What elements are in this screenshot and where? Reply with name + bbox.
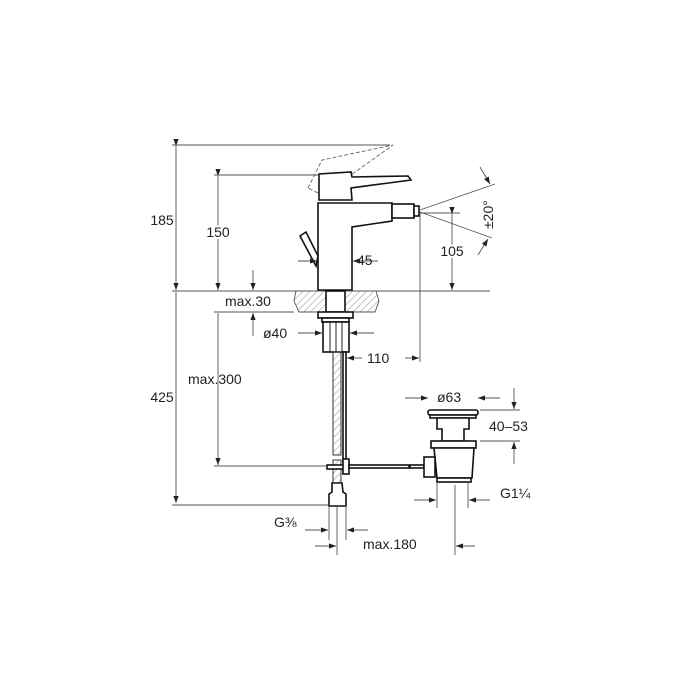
dim-label-110: 110	[367, 350, 390, 366]
dimension-lines	[172, 138, 520, 555]
waste-drain	[423, 409, 479, 483]
mixer-body	[317, 202, 393, 291]
dim-label-d40: ø40	[263, 325, 287, 341]
waste-collar	[430, 440, 477, 449]
dim-label-105: 105	[440, 243, 464, 259]
popup-knob	[298, 230, 319, 269]
dim-label-angle: ±20°	[480, 200, 496, 229]
dim-label-g38: G⅜	[274, 514, 297, 530]
flexible-hose	[326, 351, 350, 507]
deck-section	[293, 290, 380, 353]
dim-label-max30: max.30	[225, 293, 271, 309]
lever-handle	[318, 171, 413, 201]
fixing-nut	[317, 311, 354, 319]
dim-label-425: 425	[150, 389, 174, 405]
faucet-body	[298, 144, 420, 291]
dim-label-45: 45	[357, 252, 373, 268]
inlet-connector	[328, 482, 347, 507]
dim-label-g114: G1¼	[500, 485, 531, 501]
dim-label-max180: max.180	[363, 536, 417, 552]
popup-rod	[348, 464, 425, 469]
dim-label-185: 185	[150, 212, 174, 228]
dim-label-max300: max.300	[188, 371, 242, 387]
spray-nozzle	[391, 203, 415, 219]
dim-label-d63: ø63	[437, 389, 461, 405]
dim-label-40-53: 40–53	[489, 418, 528, 434]
dim-label-150: 150	[206, 224, 230, 240]
